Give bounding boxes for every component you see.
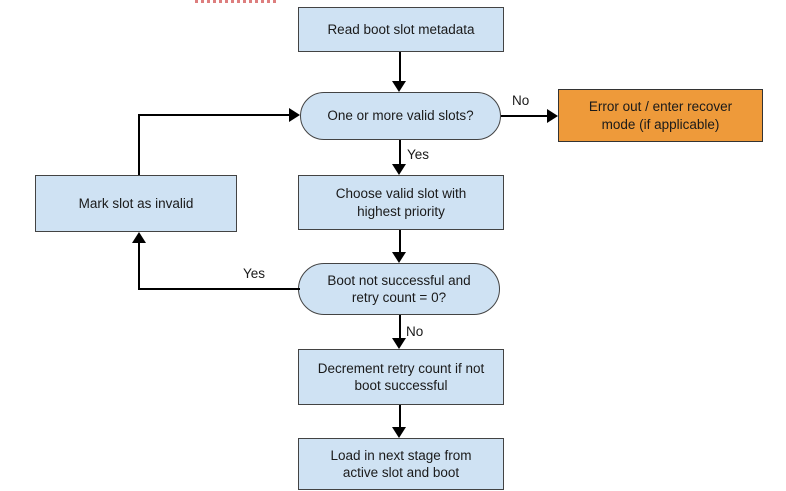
edge-valid-to-error-line xyxy=(501,115,549,117)
edge-label-yes-choose: Yes xyxy=(407,147,430,162)
node-decision-boot-not-successful: Boot not successful and retry count = 0? xyxy=(298,263,500,315)
arrowhead-down-icon xyxy=(392,427,406,438)
edge-choose-to-boot-line xyxy=(399,230,401,254)
red-dotted-underline xyxy=(195,0,279,3)
node-label: Choose valid slot with highest priority xyxy=(335,186,467,219)
arrowhead-up-icon xyxy=(132,232,146,243)
node-error-recover-mode: Error out / enter recover mode (if appli… xyxy=(558,89,763,142)
node-label: Read boot slot metadata xyxy=(327,21,475,37)
arrowhead-down-icon xyxy=(392,338,406,349)
edge-mark-to-valid-vline xyxy=(138,114,140,175)
edge-label-no-decrement: No xyxy=(406,324,424,339)
node-label: Decrement retry count if not boot succes… xyxy=(317,360,485,394)
node-label: Boot not successful and retry count = 0? xyxy=(327,272,471,306)
edge-read-to-valid-line xyxy=(399,52,401,82)
arrowhead-right-icon xyxy=(547,109,558,123)
node-read-boot-slot-metadata: Read boot slot metadata xyxy=(298,7,504,52)
node-decision-valid-slots: One or more valid slots? xyxy=(300,92,501,140)
edge-mark-to-valid-hline xyxy=(138,114,290,116)
arrowhead-down-icon xyxy=(392,164,406,175)
edge-label-yes-mark: Yes xyxy=(243,266,266,281)
node-mark-slot-invalid: Mark slot as invalid xyxy=(35,175,237,232)
node-label: Load in next stage from active slot and … xyxy=(330,447,472,481)
node-label: One or more valid slots? xyxy=(327,108,474,124)
arrowhead-down-icon xyxy=(392,81,406,92)
node-load-next-stage: Load in next stage from active slot and … xyxy=(298,438,504,490)
edge-valid-to-choose-line xyxy=(399,140,401,166)
node-label: Mark slot as invalid xyxy=(78,195,194,211)
edge-boot-to-decrement-line xyxy=(399,315,401,340)
node-decrement-retry-count: Decrement retry count if not boot succes… xyxy=(298,349,504,405)
edge-decrement-to-load-line xyxy=(399,405,401,429)
arrowhead-down-icon xyxy=(392,252,406,263)
edge-label-no-error: No xyxy=(512,93,530,108)
edge-boot-to-mark-hline xyxy=(138,288,300,290)
arrowhead-right-icon xyxy=(289,108,300,122)
node-label: Error out / enter recover mode (if appli… xyxy=(588,99,733,132)
node-choose-valid-slot: Choose valid slot with highest priority xyxy=(298,175,504,230)
edge-boot-to-mark-vline xyxy=(138,242,140,290)
